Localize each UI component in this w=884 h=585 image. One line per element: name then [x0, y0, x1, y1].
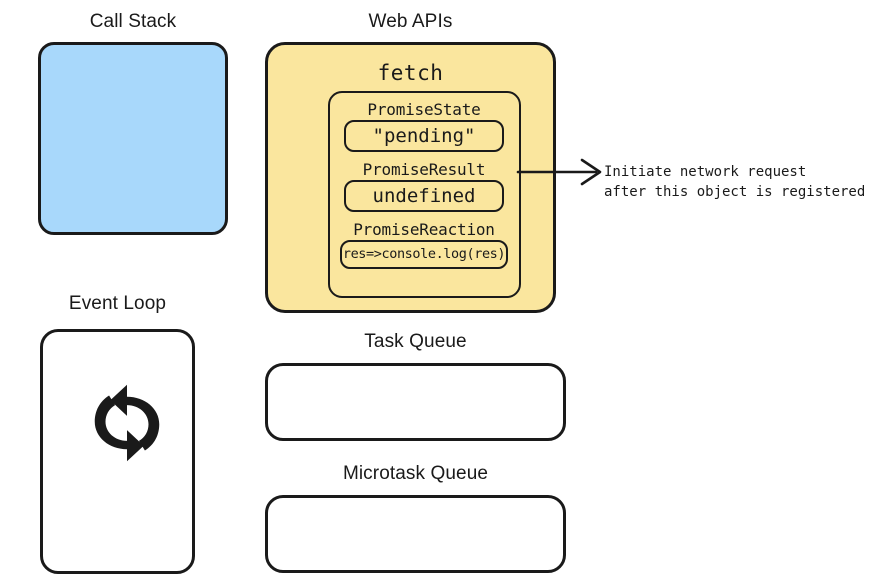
web-apis-box[interactable]: fetch PromiseState "pending" PromiseResu… — [265, 42, 556, 313]
promise-reaction-value-chip[interactable]: res=>console.log(res) — [340, 240, 508, 269]
sync-arrows-icon — [94, 384, 160, 462]
promise-result-key: PromiseResult — [362, 160, 486, 179]
microtask-queue-title: Microtask Queue — [342, 463, 489, 484]
event-loop-title: Event Loop — [68, 293, 167, 314]
event-loop-box[interactable] — [40, 329, 195, 574]
microtask-queue-box[interactable] — [265, 495, 566, 573]
annotation-text: Initiate network request after this obje… — [604, 162, 865, 203]
promise-state-value-chip[interactable]: "pending" — [344, 120, 504, 152]
promise-result-value-chip[interactable]: undefined — [344, 180, 504, 212]
task-queue-title: Task Queue — [364, 331, 467, 352]
annotation-line-1: Initiate network request — [604, 164, 807, 180]
promise-object-frame[interactable]: PromiseState "pending" PromiseResult und… — [328, 91, 521, 298]
annotation-arrow-icon — [516, 158, 602, 186]
call-stack-title: Call Stack — [89, 11, 177, 32]
call-stack-box[interactable] — [38, 42, 228, 235]
promise-reaction-value: res=>console.log(res) — [342, 245, 506, 262]
promise-state-key: PromiseState — [367, 100, 481, 119]
task-queue-box[interactable] — [265, 363, 566, 441]
promise-result-value: undefined — [372, 184, 476, 207]
promise-state-value: "pending" — [372, 124, 476, 147]
annotation-line-2: after this object is registered — [604, 184, 866, 201]
fetch-label: fetch — [377, 61, 444, 85]
web-apis-title: Web APIs — [368, 11, 453, 32]
promise-reaction-key: PromiseReaction — [353, 220, 495, 239]
